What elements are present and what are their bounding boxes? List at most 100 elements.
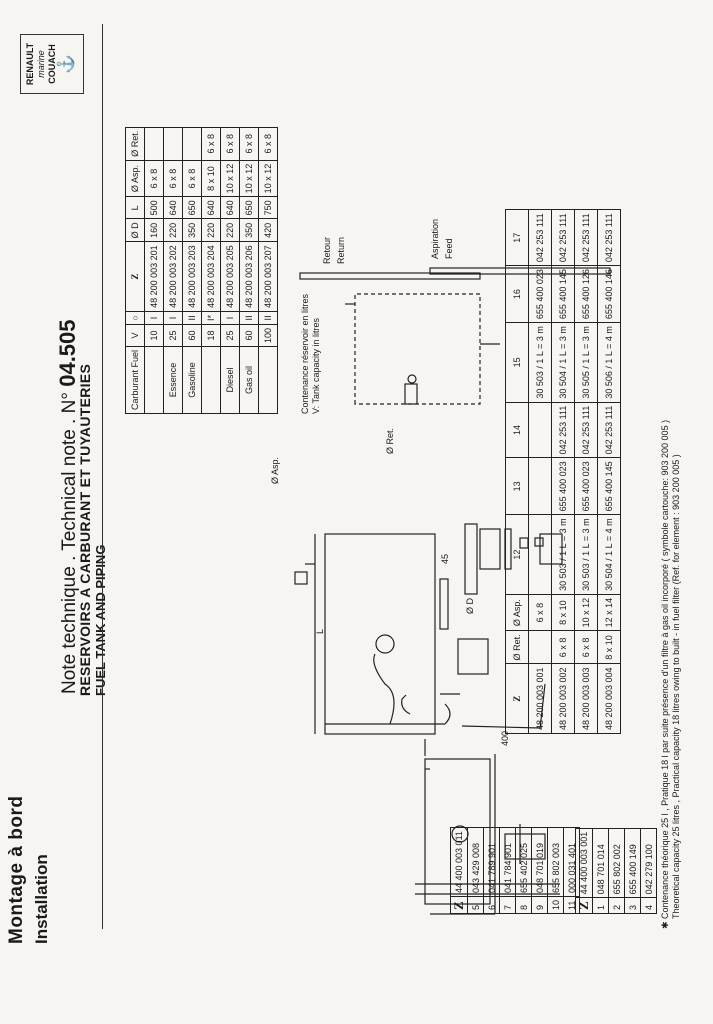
table-cell: 60 bbox=[239, 324, 259, 347]
table-cell: 6 bbox=[483, 896, 500, 914]
table-cell bbox=[528, 402, 552, 458]
table-cell: 6 x 8 bbox=[182, 160, 202, 197]
label-aspiration: Aspiration bbox=[430, 218, 440, 259]
table-cell: 30 503 / 1 L = 3 m bbox=[551, 514, 575, 595]
footnote: ✱ Contenance théorique 25 l , Pratique 1… bbox=[660, 49, 682, 929]
table-cell: 6 x 8 bbox=[574, 630, 598, 664]
table-cell: 220 bbox=[201, 218, 221, 242]
column-header: 17 bbox=[505, 209, 529, 266]
table-cell: 042 279 100 bbox=[640, 828, 657, 898]
column-header: 13 bbox=[505, 457, 529, 515]
table-cell: 655 400 146 bbox=[597, 265, 621, 323]
table-cell: 30 505 / 1 L = 3 m bbox=[574, 322, 598, 403]
table-header-row: Z Ø Ret. Ø Asp. 12 13 14 15 16 17 bbox=[505, 209, 529, 734]
fuel-tank-table: Carburant Fuel V ○ Z Ø D L Ø Asp. Ø Ret.… bbox=[125, 127, 278, 414]
table-cell: 6 x 8 bbox=[220, 127, 240, 161]
table-cell: 25 bbox=[163, 324, 183, 347]
table-cell: 655 400 023 bbox=[574, 457, 598, 515]
table-cell: 000 031 401 bbox=[563, 827, 580, 897]
table-cell: 350 bbox=[239, 218, 259, 242]
table-cell: 48 200 003 201 bbox=[144, 241, 164, 312]
table-cell: 10 x 12 bbox=[258, 160, 278, 197]
table-cell: 655 400 126 bbox=[574, 265, 598, 323]
table-cell bbox=[144, 127, 164, 161]
table-cell: 420 bbox=[258, 218, 278, 242]
table-cell: 655 400 149 bbox=[624, 828, 641, 898]
table-cell bbox=[258, 346, 278, 414]
capacity-note: Contenance réservoir en litres V: Tank c… bbox=[300, 294, 322, 414]
column-header: 14 bbox=[505, 402, 529, 458]
table-cell: 12 x 14 bbox=[597, 594, 621, 631]
table-cell: 5 bbox=[467, 896, 484, 914]
table-cell: 6 x 8 bbox=[239, 127, 259, 161]
table-row: 48 200 003 004 8 x 10 12 x 14 30 504 / 1… bbox=[597, 209, 621, 734]
capacity-note-en: V: Tank capacity in litres bbox=[311, 317, 321, 414]
table-cell: Gas oil bbox=[239, 346, 259, 414]
table-cell: 6 x 8 bbox=[551, 630, 575, 664]
table-cell: 041 784 901 bbox=[499, 827, 516, 897]
ref-symbol: Z bbox=[505, 663, 529, 734]
column-header: 16 bbox=[505, 265, 529, 323]
table-cell: 042 253 111 bbox=[574, 402, 598, 458]
ref-symbol: Z bbox=[450, 896, 468, 914]
table-cell: 10 x 12 bbox=[574, 594, 598, 631]
label-dim-l: L bbox=[315, 628, 325, 634]
tank-ii-marker bbox=[375, 634, 395, 654]
table-cell: 8 x 10 bbox=[201, 160, 221, 197]
table-cell: I bbox=[163, 311, 183, 325]
table-cell: 48 200 003 204 bbox=[201, 241, 221, 312]
table-cell: I bbox=[144, 311, 164, 325]
table-cell: 25 bbox=[220, 324, 240, 347]
table-cell: 30 503 / 1 L = 3 m bbox=[574, 514, 598, 595]
table-cell: 655 400 145 bbox=[597, 457, 621, 515]
column-header: Ø Ret. bbox=[125, 127, 145, 161]
column-header: Ø D bbox=[125, 218, 145, 242]
column-header: Carburant Fuel bbox=[125, 346, 145, 414]
table-cell bbox=[528, 457, 552, 515]
table-cell bbox=[163, 127, 183, 161]
table-cell: 220 bbox=[163, 218, 183, 242]
table-cell: 043 429 008 bbox=[467, 827, 484, 897]
column-header: Ø Asp. bbox=[125, 160, 145, 197]
footnote-fr: ✱ Contenance théorique 25 l , Pratique 1… bbox=[660, 49, 671, 929]
table-cell: 042 253 111 bbox=[597, 402, 621, 458]
table-cell: 6 x 8 bbox=[258, 127, 278, 161]
table-cell: I* bbox=[201, 311, 221, 325]
tank-i-filler bbox=[504, 833, 546, 860]
table-header-row: Carburant Fuel V ○ Z Ø D L Ø Asp. Ø Ret. bbox=[125, 127, 145, 414]
table-cell: Gasoline bbox=[182, 346, 202, 414]
main-reference-table: Z Ø Ret. Ø Asp. 12 13 14 15 16 17 48 200… bbox=[505, 209, 621, 734]
table-cell: 60 bbox=[182, 324, 202, 347]
table-cell: 30 503 / 1 L = 3 m bbox=[528, 322, 552, 403]
circle-icon: ○ bbox=[125, 311, 145, 325]
table-cell: Essence bbox=[163, 346, 183, 414]
table-row: 48 200 003 003 6 x 8 10 x 12 30 503 / 1 … bbox=[574, 209, 598, 734]
column-header: Ø Ret. bbox=[505, 630, 529, 664]
table-cell: 48 200 003 004 bbox=[597, 663, 621, 734]
table-cell: 48 200 003 002 bbox=[551, 663, 575, 734]
table-cell: 100 bbox=[258, 324, 278, 347]
table-cell: 18 bbox=[201, 324, 221, 347]
column-header: 15 bbox=[505, 322, 529, 403]
table-cell: 10 x 12 bbox=[220, 160, 240, 197]
table-cell: 6 x 8 bbox=[528, 594, 552, 631]
label-feed: Feed bbox=[444, 238, 454, 259]
table-cell: 042 253 111 bbox=[597, 209, 621, 266]
table-cell: II bbox=[258, 311, 278, 325]
table-cell: 655 400 023 bbox=[528, 265, 552, 323]
table-row: 48 200 003 001 6 x 8 30 503 / 1 L = 3 m … bbox=[528, 209, 552, 734]
table-cell: 9 bbox=[531, 896, 548, 914]
asterisk-icon: ✱ bbox=[660, 918, 670, 929]
